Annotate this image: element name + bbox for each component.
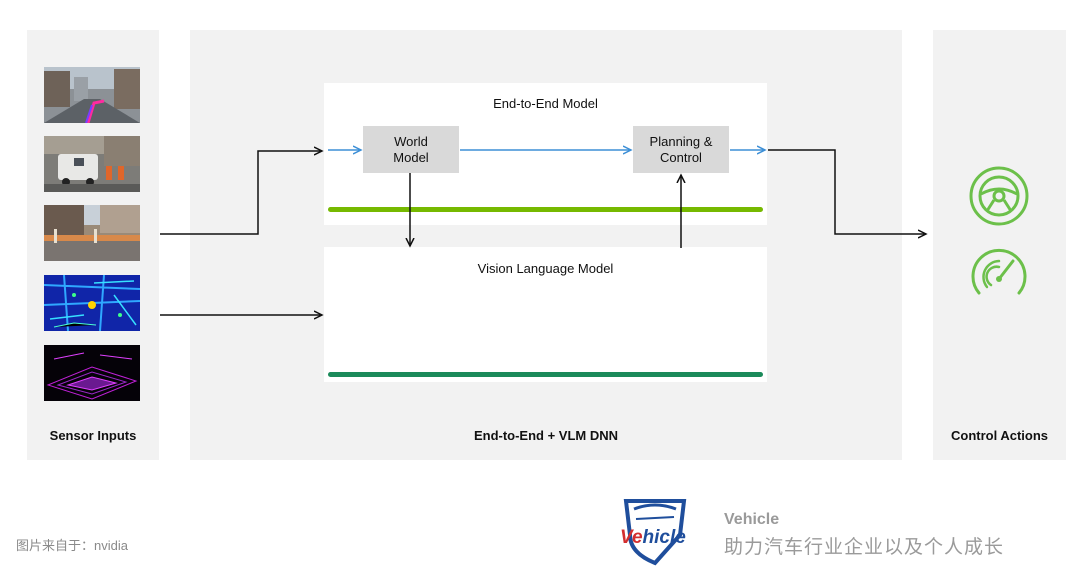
camera-van-thumbnail [44,136,140,192]
brand-slogan: 助力汽车行业企业以及个人成长 [724,537,1005,558]
sensor-inputs-label: Sensor Inputs [49,428,137,443]
camera-street-thumbnail [44,67,140,123]
lidar-heatmap-thumbnail [44,275,140,331]
planning-control-box: Planning & Control [633,126,729,173]
camera-construction-thumbnail [44,205,140,261]
end-to-end-model-bar [328,207,763,212]
svg-text:Vehicle: Vehicle [620,527,686,548]
dnn-label: End-to-End + VLM DNN [473,428,619,443]
brand-name: Vehicle [724,511,780,528]
control-actions-label: Control Actions [950,428,1048,443]
end-to-end-model-title: End-to-End Model [493,96,598,111]
lidar-pointcloud-thumbnail [44,345,140,401]
vision-language-model-bar [328,372,763,377]
control-actions-panel: Control Actions [933,30,1066,460]
output-to-control-arrow [768,149,926,234]
vehicle-logo: Vehicle [620,499,686,566]
image-source-note: 图片来自于：nvidia [16,538,128,553]
speedometer-icon [971,248,1027,295]
vision-language-model-title: Vision Language Model [477,261,614,276]
steering-wheel-icon [969,166,1029,226]
camera-to-e2e-arrow [160,151,322,235]
vision-language-model-card: Vision Language Model [324,247,767,382]
world-model-box: World Model [363,126,459,173]
